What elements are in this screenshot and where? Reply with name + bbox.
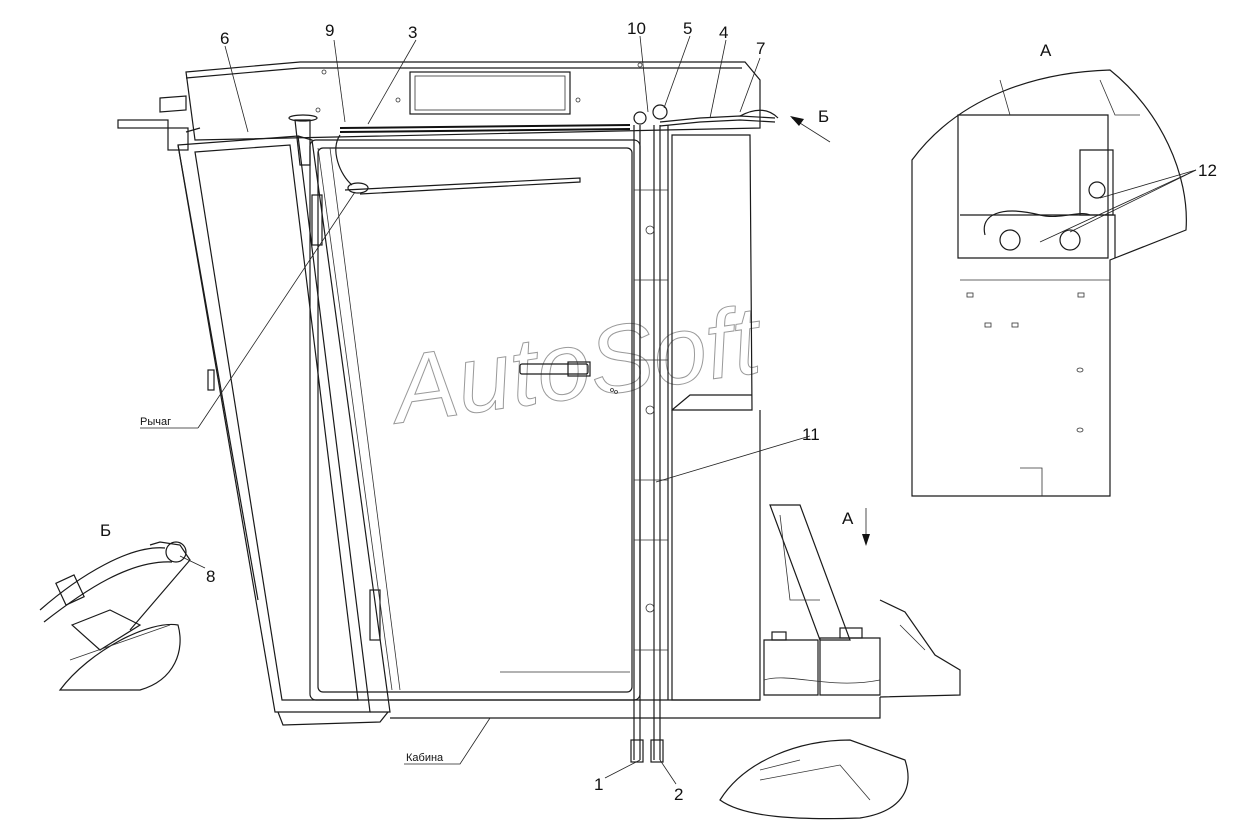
lower-step bbox=[719, 739, 909, 820]
callout-10: 10 bbox=[627, 19, 646, 38]
arrow-a-label: А bbox=[842, 509, 854, 528]
callout-9: 9 bbox=[325, 21, 334, 40]
callout-11: 11 bbox=[802, 425, 820, 444]
view-a-title: А bbox=[1040, 41, 1052, 60]
cabin-label: Кабина bbox=[406, 752, 444, 764]
right-panels bbox=[390, 134, 881, 719]
callout-2: 2 bbox=[674, 785, 683, 804]
callout-7: 7 bbox=[756, 39, 765, 58]
left-door-frame bbox=[177, 114, 391, 726]
text-labels: Рычаг Кабина bbox=[140, 416, 444, 764]
washer-tanks bbox=[763, 504, 961, 698]
vertical-hoses bbox=[630, 125, 669, 763]
callout-5: 5 bbox=[683, 19, 692, 38]
callout-4: 4 bbox=[719, 23, 728, 42]
callouts: 6 9 3 10 5 4 7 11 1 2 8 12 bbox=[206, 19, 1217, 804]
watermark: AutoSoft bbox=[381, 286, 770, 445]
callout-3: 3 bbox=[408, 23, 417, 42]
callout-1: 1 bbox=[594, 775, 603, 794]
roof-hoses bbox=[339, 104, 779, 133]
arrow-b-label: Б bbox=[818, 107, 829, 126]
view-a-detail: А bbox=[911, 41, 1187, 497]
main-door bbox=[309, 134, 641, 701]
cabin-roof bbox=[117, 61, 761, 151]
watermark-text: AutoSoft bbox=[382, 286, 770, 444]
lever-label: Рычаг bbox=[140, 416, 171, 428]
leader-lines bbox=[140, 35, 1197, 785]
callout-12: 12 bbox=[1198, 161, 1217, 180]
view-b-title: Б bbox=[100, 521, 111, 540]
view-b-detail: Б bbox=[39, 521, 191, 691]
callout-6: 6 bbox=[220, 29, 229, 48]
view-arrows: Б А bbox=[790, 107, 870, 546]
callout-8: 8 bbox=[206, 567, 215, 586]
